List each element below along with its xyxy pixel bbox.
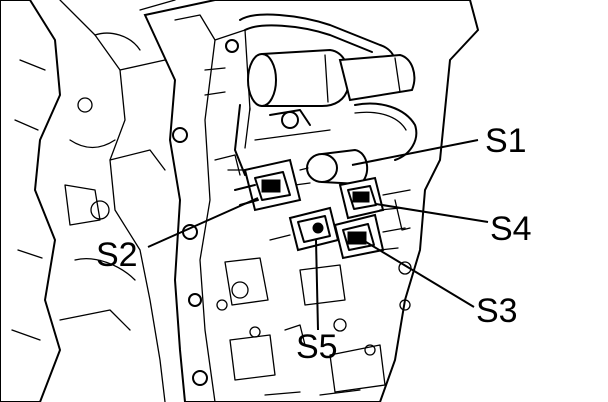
callout-leaders	[147, 139, 489, 331]
label-s2: S2	[96, 236, 138, 274]
solenoid-s3-body	[333, 213, 406, 260]
leader-s5	[315, 239, 319, 331]
transmission-case-left	[0, 0, 186, 402]
leader-s3	[365, 241, 475, 308]
valve-body-plate	[143, 0, 480, 402]
solenoid-s2-body	[227, 158, 302, 212]
leader-s1	[351, 139, 479, 166]
label-s3: S3	[476, 292, 518, 330]
label-s4: S4	[490, 210, 532, 248]
leader-s2	[147, 197, 259, 248]
callout-labels: S1 S2 S4 S3 S5	[96, 122, 532, 366]
label-s5: S5	[296, 328, 338, 366]
upper-solenoid-assembly	[234, 13, 418, 176]
leader-s4	[375, 203, 489, 223]
label-s1: S1	[485, 122, 527, 160]
